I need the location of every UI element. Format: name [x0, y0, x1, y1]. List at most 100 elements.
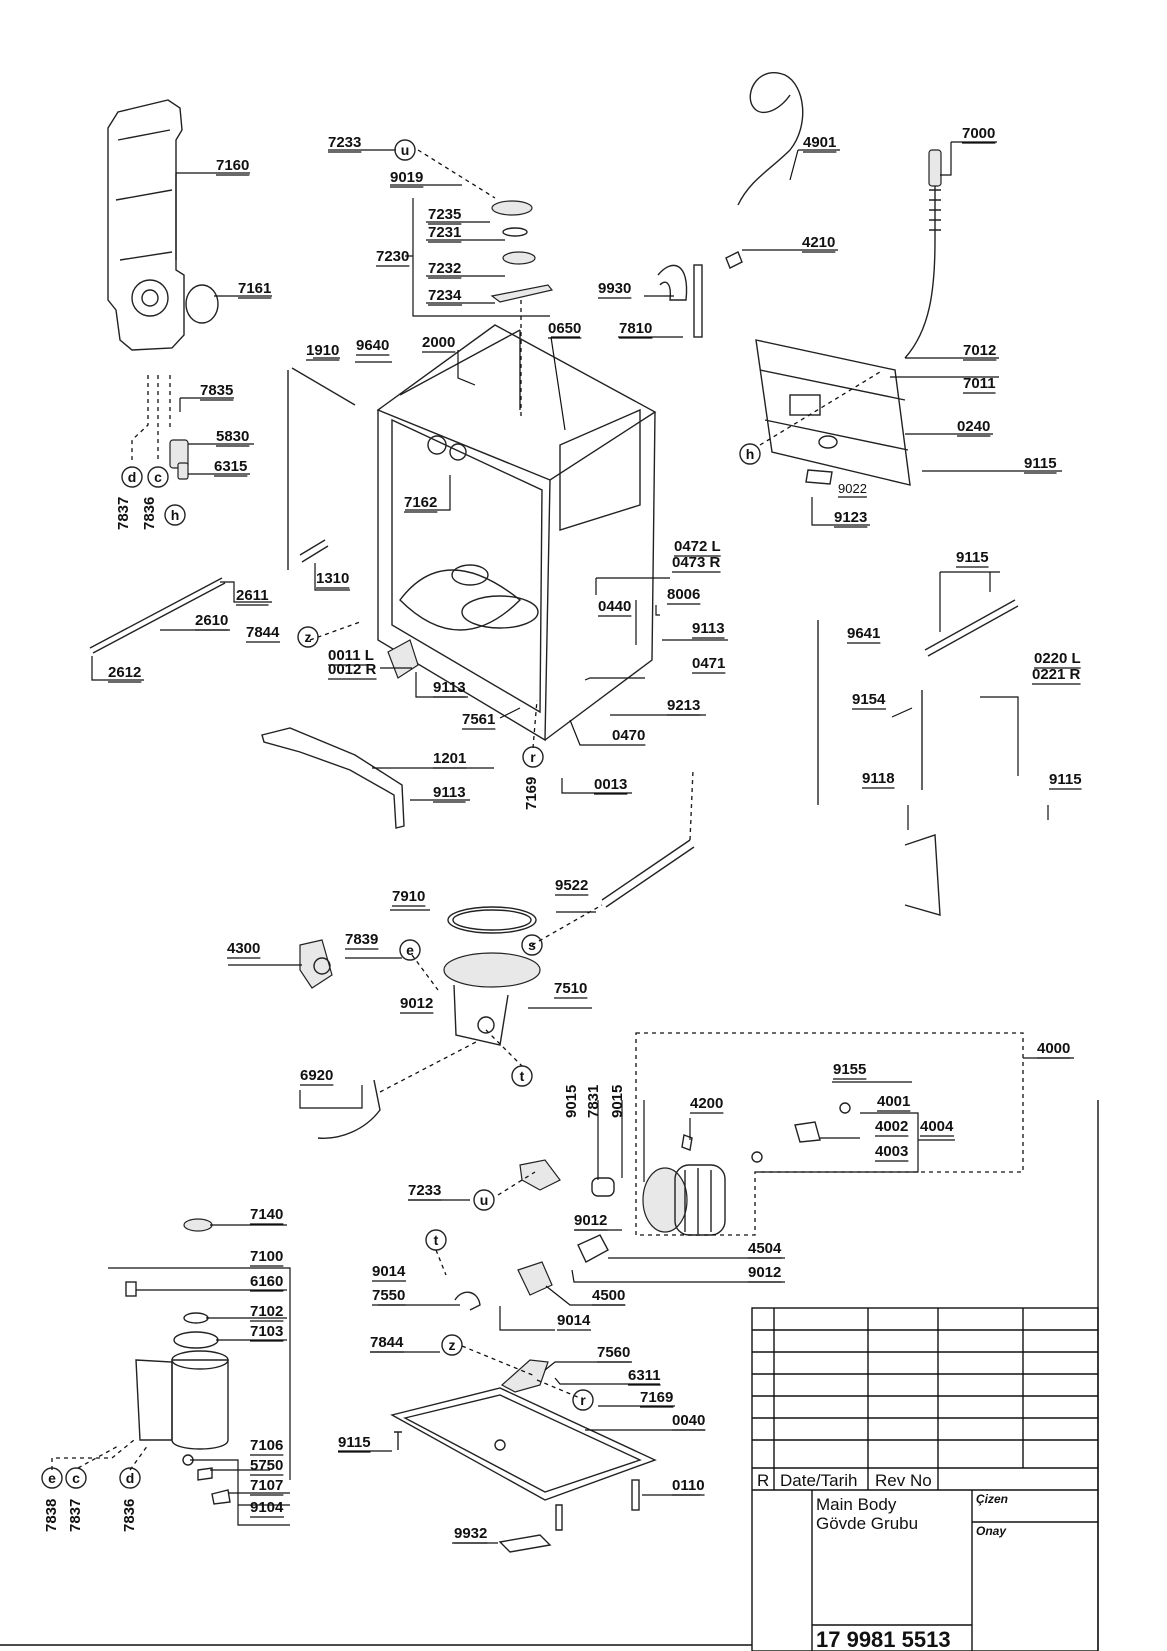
part-label: 7106: [250, 1437, 283, 1454]
part-label: 7230: [376, 248, 409, 265]
part-label: 7550: [372, 1287, 405, 1304]
part-label: 7100: [250, 1248, 283, 1265]
part-label: 7233: [328, 134, 361, 151]
part-label: 0440: [598, 598, 631, 615]
part-label: 7810: [619, 320, 652, 337]
part-label: 7140: [250, 1206, 283, 1223]
part-label: 9641: [847, 625, 880, 642]
part-5750-illustration: [197, 1467, 213, 1481]
part-label: 7000: [962, 125, 995, 142]
part-label: 7233: [408, 1182, 441, 1199]
part-label: 9932: [454, 1525, 487, 1542]
rev-no-header: Rev No: [875, 1471, 932, 1490]
hose-6920-illustration: [317, 1079, 381, 1139]
part-label: 0471: [692, 655, 725, 672]
part-label: 9113: [433, 679, 466, 696]
sleeve-4504-illustration: [577, 1234, 609, 1263]
part-label: 0012 R: [328, 661, 377, 678]
approved-label: Onay: [976, 1524, 1007, 1538]
part-label: 7169: [523, 777, 540, 810]
foot-0110-illustration: [631, 1479, 640, 1511]
part-4002-illustration: [794, 1121, 821, 1143]
part-label: 9015: [563, 1085, 580, 1118]
part-label: 0472 L: [674, 538, 721, 555]
part-label: 7836: [121, 1499, 138, 1532]
part-label: 4210: [802, 234, 835, 251]
gasket-ring-illustration: [185, 284, 219, 324]
part-label: 4504: [748, 1240, 782, 1257]
cap-7140-illustration: [183, 1218, 213, 1232]
part-label: 0240: [957, 418, 990, 435]
sump-7510-illustration: [443, 952, 541, 1046]
part-label: 7102: [250, 1303, 283, 1320]
clip-4210-illustration: [725, 251, 743, 269]
callout-h: h: [746, 446, 755, 462]
part-label: 7835: [200, 382, 233, 399]
part-label: 4004: [920, 1118, 954, 1135]
part-label: 2000: [422, 334, 455, 351]
part-label: 9118: [862, 770, 895, 787]
part-label: 9115: [956, 549, 989, 566]
part-label: 9640: [356, 337, 389, 354]
part-9932-illustration: [498, 1504, 563, 1553]
part-label: 0013: [594, 776, 627, 793]
part-label: 9115: [1024, 455, 1057, 472]
part-4001-illustration: [839, 1102, 851, 1114]
rod-2610-illustration: [89, 577, 226, 654]
part-label: 2610: [195, 612, 228, 629]
rear-panel-0240-illustration: [755, 339, 911, 486]
screw-9115-illustration: [394, 1431, 402, 1450]
callout-circles: u h d c h z r e s t u t z r e c d: [41, 139, 761, 1489]
part-label: 5830: [216, 428, 249, 445]
part-label: 1910: [306, 342, 339, 359]
part-label: 7012: [963, 342, 996, 359]
part-label: 7231: [428, 224, 461, 241]
leader-lines: [91, 141, 1074, 1544]
part-label: 7234: [428, 287, 462, 304]
callout-u: u: [480, 1192, 489, 1208]
title-block: R Date/Tarih Rev No Main Body Gövde Grub…: [0, 1100, 1099, 1651]
part-label: 7169: [640, 1389, 673, 1406]
part-label: 0221 R: [1032, 666, 1081, 683]
part-label: 7162: [404, 494, 437, 511]
part-label: 0040: [672, 1412, 705, 1429]
part-label: 9015: [609, 1085, 626, 1118]
part-label: 0110: [672, 1477, 705, 1494]
part-label: 7510: [554, 980, 587, 997]
rev-r-header: R: [757, 1471, 769, 1490]
drawn-by-label: Çizen: [976, 1492, 1008, 1506]
part-label: 6315: [214, 458, 247, 475]
part-label: 4000: [1037, 1040, 1070, 1057]
part-label: 0220 L: [1034, 650, 1081, 667]
part-label: 7837: [67, 1499, 84, 1532]
callout-e: e: [406, 942, 414, 958]
title-en: Main Body: [816, 1495, 897, 1514]
part-label: 0011 L: [328, 647, 374, 664]
pipe-7233-illustration: [519, 1159, 561, 1191]
part-label: 9522: [555, 877, 588, 894]
ring-7910-illustration: [447, 906, 537, 934]
elbow-7550-illustration: [454, 1291, 481, 1311]
part-label: 9213: [667, 697, 700, 714]
part-label: 9012: [748, 1264, 781, 1281]
nut-7232-illustration: [502, 251, 536, 265]
part-4003-illustration: [751, 1151, 763, 1163]
part-label: 7107: [250, 1477, 283, 1494]
panel-outlet-illustration: [131, 279, 169, 317]
hinge-0011-illustration: [387, 639, 419, 679]
pump-4300-illustration: [299, 939, 333, 989]
spring-7810-illustration: [693, 264, 703, 338]
cable-7000-illustration: [904, 150, 936, 359]
part-label: 9012: [574, 1212, 607, 1229]
part-label: 9154: [852, 691, 886, 708]
callout-z: z: [449, 1337, 456, 1353]
part-label: 7839: [345, 931, 378, 948]
drawing-number: 17 9981 5513: [816, 1627, 951, 1651]
callout-h: h: [171, 507, 180, 523]
part-label: 4901: [803, 134, 836, 151]
softener-7100-illustration: [135, 1350, 229, 1450]
part-label: 6311: [628, 1367, 661, 1384]
part-label: 9113: [433, 784, 466, 801]
base-tray-0040-illustration: [390, 1387, 657, 1501]
part-label: 6160: [250, 1273, 283, 1290]
